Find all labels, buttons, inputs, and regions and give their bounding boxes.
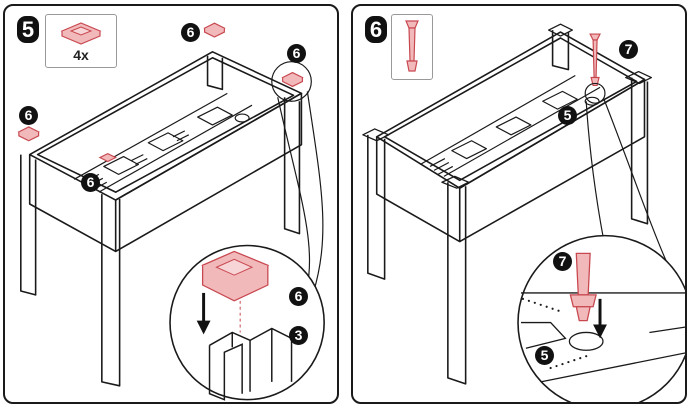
pin-part-icon (405, 20, 419, 72)
leg-back-right (283, 97, 301, 235)
callout-pin: 7 (619, 40, 638, 59)
cap-parts (17, 22, 304, 163)
raised-planter-illustration (17, 22, 325, 401)
pin-hole (568, 331, 604, 351)
planter-rim (28, 51, 303, 201)
step-number-badge: 5 (17, 16, 39, 43)
callout-pin-detail: 7 (553, 252, 572, 271)
part-quantity: 4x (73, 47, 89, 63)
detail-inset (517, 234, 685, 402)
step-6-panel: 6 7 5 7 5 (351, 4, 687, 404)
planter-side-wall (115, 92, 303, 253)
callout-leg-detail: 3 (289, 326, 308, 345)
leg-front-right (101, 194, 121, 387)
leg-front-left (367, 134, 386, 280)
callout-cap-left: 6 (19, 106, 38, 125)
leg-back-left-post (551, 30, 570, 71)
zoom-source-circle (584, 82, 606, 104)
callout-tray-detail: 5 (535, 346, 554, 365)
callout-cap-top: 6 (181, 23, 200, 42)
cap-part-icon (60, 22, 102, 45)
callout-cap-front: 6 (81, 173, 100, 192)
parts-box (391, 14, 433, 80)
parts-box: 4x (45, 14, 117, 68)
planter-side-wall (459, 78, 646, 243)
callout-cap-detail: 6 (289, 287, 308, 306)
planter-tray (419, 75, 601, 177)
step-number-badge: 6 (365, 16, 387, 43)
planter-tray (73, 92, 253, 193)
callout-cap-right: 6 (287, 44, 306, 63)
raised-planter-illustration (362, 23, 685, 402)
detail-inset (169, 244, 325, 401)
leg-front-left (20, 154, 37, 296)
callout-tray: 5 (558, 106, 577, 125)
planter-front-wall (375, 136, 461, 243)
step-5-panel: 5 4x 6 6 6 6 6 3 (3, 4, 339, 404)
planter-front-wall (28, 154, 117, 253)
leg-front-right (447, 182, 467, 385)
leg-back-right (630, 77, 649, 225)
pin-part-detail (569, 252, 597, 322)
leg-back-left-post (206, 55, 224, 91)
tray-perforations (521, 297, 588, 370)
